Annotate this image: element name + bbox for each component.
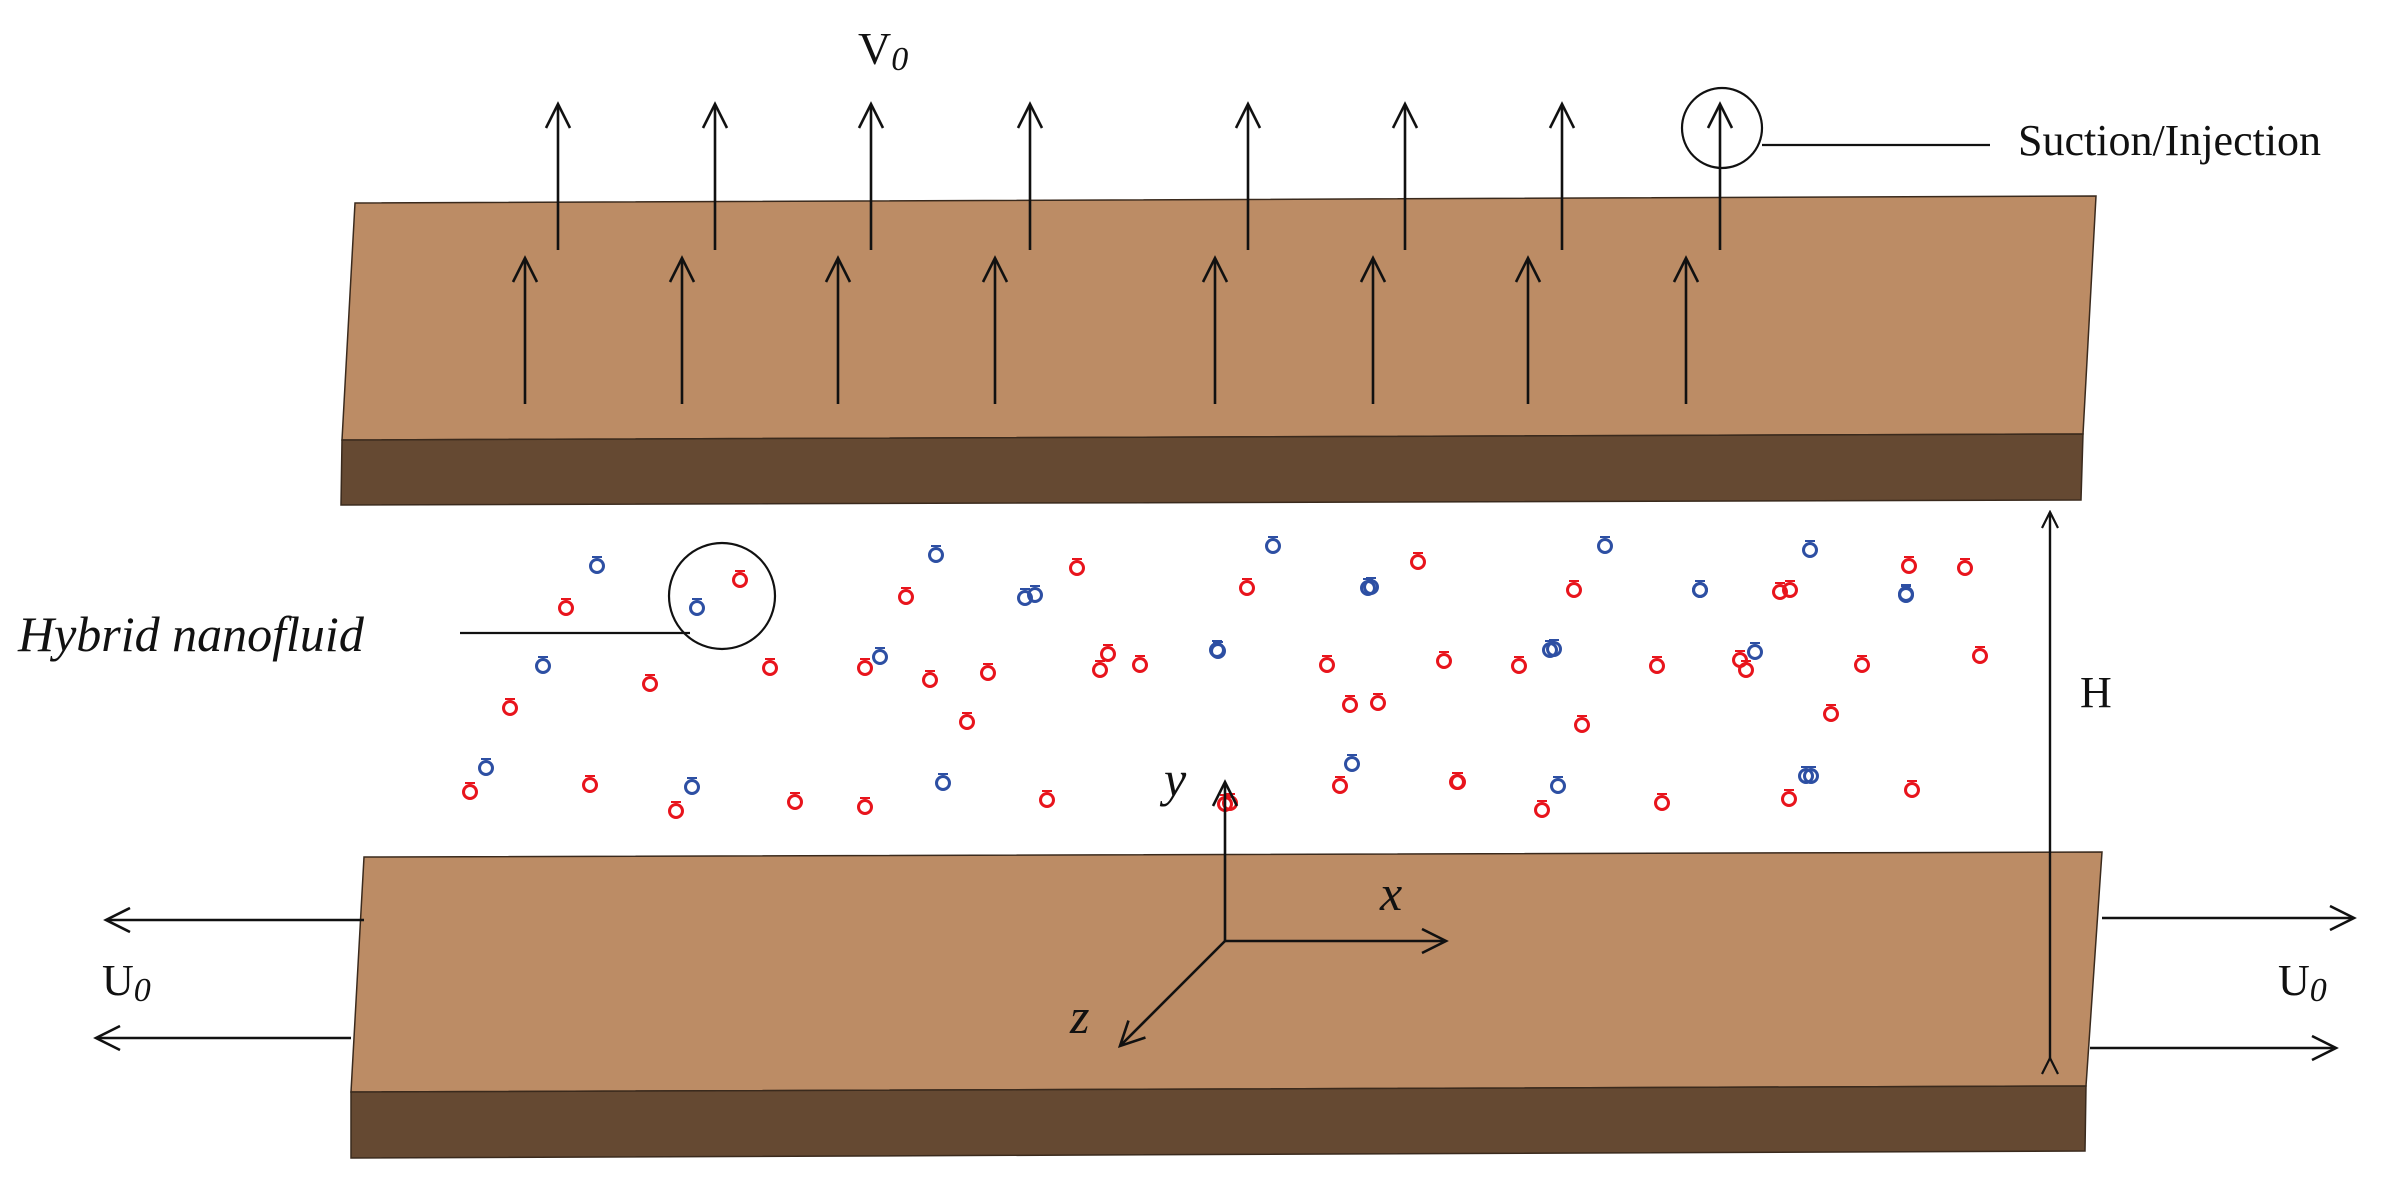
blue-nanoparticle-28 xyxy=(1803,766,1819,784)
red-nanoparticle-46 xyxy=(1092,660,1108,678)
blue-nanoparticle-13 xyxy=(1344,754,1360,772)
red-nanoparticle-39 xyxy=(762,658,778,676)
red-nanoparticle-42 xyxy=(1511,656,1527,674)
blue-nanoparticle-2 xyxy=(689,598,705,616)
blue-nanoparticle-20 xyxy=(1747,642,1763,660)
blue-nanoparticle-17 xyxy=(1550,776,1566,794)
red-nanoparticle-18 xyxy=(1436,651,1452,669)
red-nanoparticle-37 xyxy=(1132,655,1148,673)
axis-x-label: x xyxy=(1379,865,1402,921)
blue-nanoparticle-24 xyxy=(1360,578,1376,596)
upper-plate-front-face xyxy=(340,433,2084,506)
blue-nanoparticle-22 xyxy=(1017,588,1033,606)
red-nanoparticle-43 xyxy=(1782,580,1798,598)
red-nanoparticle-3 xyxy=(642,674,658,692)
hybrid-nanofluid-label: Hybrid nanofluid xyxy=(17,606,365,662)
red-nanoparticle-17 xyxy=(1319,655,1335,673)
red-nanoparticle-13 xyxy=(857,797,873,815)
blue-nanoparticle-27 xyxy=(1898,584,1914,602)
axis-z-arrow xyxy=(1117,940,1226,1049)
red-nanoparticle-20 xyxy=(1332,776,1348,794)
red-nanoparticle-14 xyxy=(1039,790,1055,808)
v0-label: V0 xyxy=(858,23,908,78)
blue-nanoparticle-10 xyxy=(1265,536,1281,554)
red-nanoparticle-10 xyxy=(898,587,914,605)
blue-nanoparticle-23 xyxy=(1209,640,1225,658)
red-nanoparticle-7 xyxy=(668,801,684,819)
red-nanoparticle-6 xyxy=(462,782,478,800)
red-nanoparticle-47 xyxy=(857,658,873,676)
red-nanoparticle-5 xyxy=(582,775,598,793)
red-nanoparticle-34 xyxy=(1781,789,1797,807)
blue-nanoparticle-25 xyxy=(1542,640,1558,658)
suction-arrows xyxy=(511,101,1734,404)
red-nanoparticle-27 xyxy=(1449,772,1465,790)
suction-callout-circle xyxy=(1680,86,1764,170)
blue-nanoparticle-9 xyxy=(935,773,951,791)
blue-nanoparticle-8 xyxy=(872,647,888,665)
red-nanoparticle-30 xyxy=(1901,556,1917,574)
red-nanoparticle-36 xyxy=(1654,793,1670,811)
nanofluid-callout xyxy=(460,541,777,651)
upper-plate-top-face xyxy=(341,195,2097,441)
red-nanoparticle-25 xyxy=(1574,715,1590,733)
blue-nanoparticle-4 xyxy=(478,758,494,776)
blue-nanoparticle-3 xyxy=(535,656,551,674)
red-nanoparticle-38 xyxy=(1100,644,1116,662)
red-nanoparticle-16 xyxy=(1239,578,1255,596)
blue-nanoparticle-7 xyxy=(1027,585,1043,603)
blue-nanoparticle-18 xyxy=(1802,540,1818,558)
coordinate-axes xyxy=(1117,779,1449,1049)
u0-right-label: U0 xyxy=(2278,956,2327,1009)
u0-left-label: U0 xyxy=(102,956,151,1009)
red-nanoparticle-23 xyxy=(1566,580,1582,598)
red-nanoparticle-40 xyxy=(922,670,938,688)
red-nanoparticle-31 xyxy=(1972,646,1988,664)
red-nanoparticle-28 xyxy=(1772,582,1788,600)
red-nanoparticle-48 xyxy=(1342,695,1358,713)
blue-nanoparticle-5 xyxy=(684,777,700,795)
red-nanoparticle-24 xyxy=(1649,656,1665,674)
red-nanoparticle-32 xyxy=(1854,655,1870,673)
lower-plate xyxy=(350,851,2103,1159)
axis-z-label: z xyxy=(1069,988,1089,1044)
lower-plate-top-face xyxy=(350,851,2103,1093)
upper-plate xyxy=(340,195,2097,506)
red-nanoparticle-44 xyxy=(1957,558,1973,576)
suction-callout xyxy=(1680,86,1990,170)
red-nanoparticle-19 xyxy=(1370,693,1386,711)
nanofluid-callout-circle xyxy=(667,541,777,651)
axis-y-label: y xyxy=(1159,751,1187,807)
red-nanoparticle-2 xyxy=(558,598,574,616)
red-nanoparticle-4 xyxy=(502,698,518,716)
red-nanoparticle-12 xyxy=(959,712,975,730)
red-nanoparticle-15 xyxy=(1410,552,1426,570)
blue-nanoparticle-1 xyxy=(589,556,605,574)
blue-nanoparticle-14 xyxy=(1597,536,1613,554)
u0-arrows xyxy=(93,904,2357,1062)
blue-nanoparticle-6 xyxy=(928,545,944,563)
nanoparticles xyxy=(462,536,1988,819)
red-nanoparticle-33 xyxy=(1823,704,1839,722)
red-nanoparticle-8 xyxy=(787,792,803,810)
red-nanoparticle-35 xyxy=(1904,780,1920,798)
red-nanoparticle-1 xyxy=(732,570,748,588)
red-nanoparticle-41 xyxy=(1732,650,1748,668)
blue-nanoparticle-26 xyxy=(1692,580,1708,598)
lower-plate-front-face xyxy=(350,1085,2087,1159)
red-nanoparticle-9 xyxy=(1069,558,1085,576)
height-label: H xyxy=(2080,668,2112,717)
red-nanoparticle-26 xyxy=(1534,800,1550,818)
suction-injection-label: Suction/Injection xyxy=(2018,116,2321,165)
red-nanoparticle-11 xyxy=(980,663,996,681)
